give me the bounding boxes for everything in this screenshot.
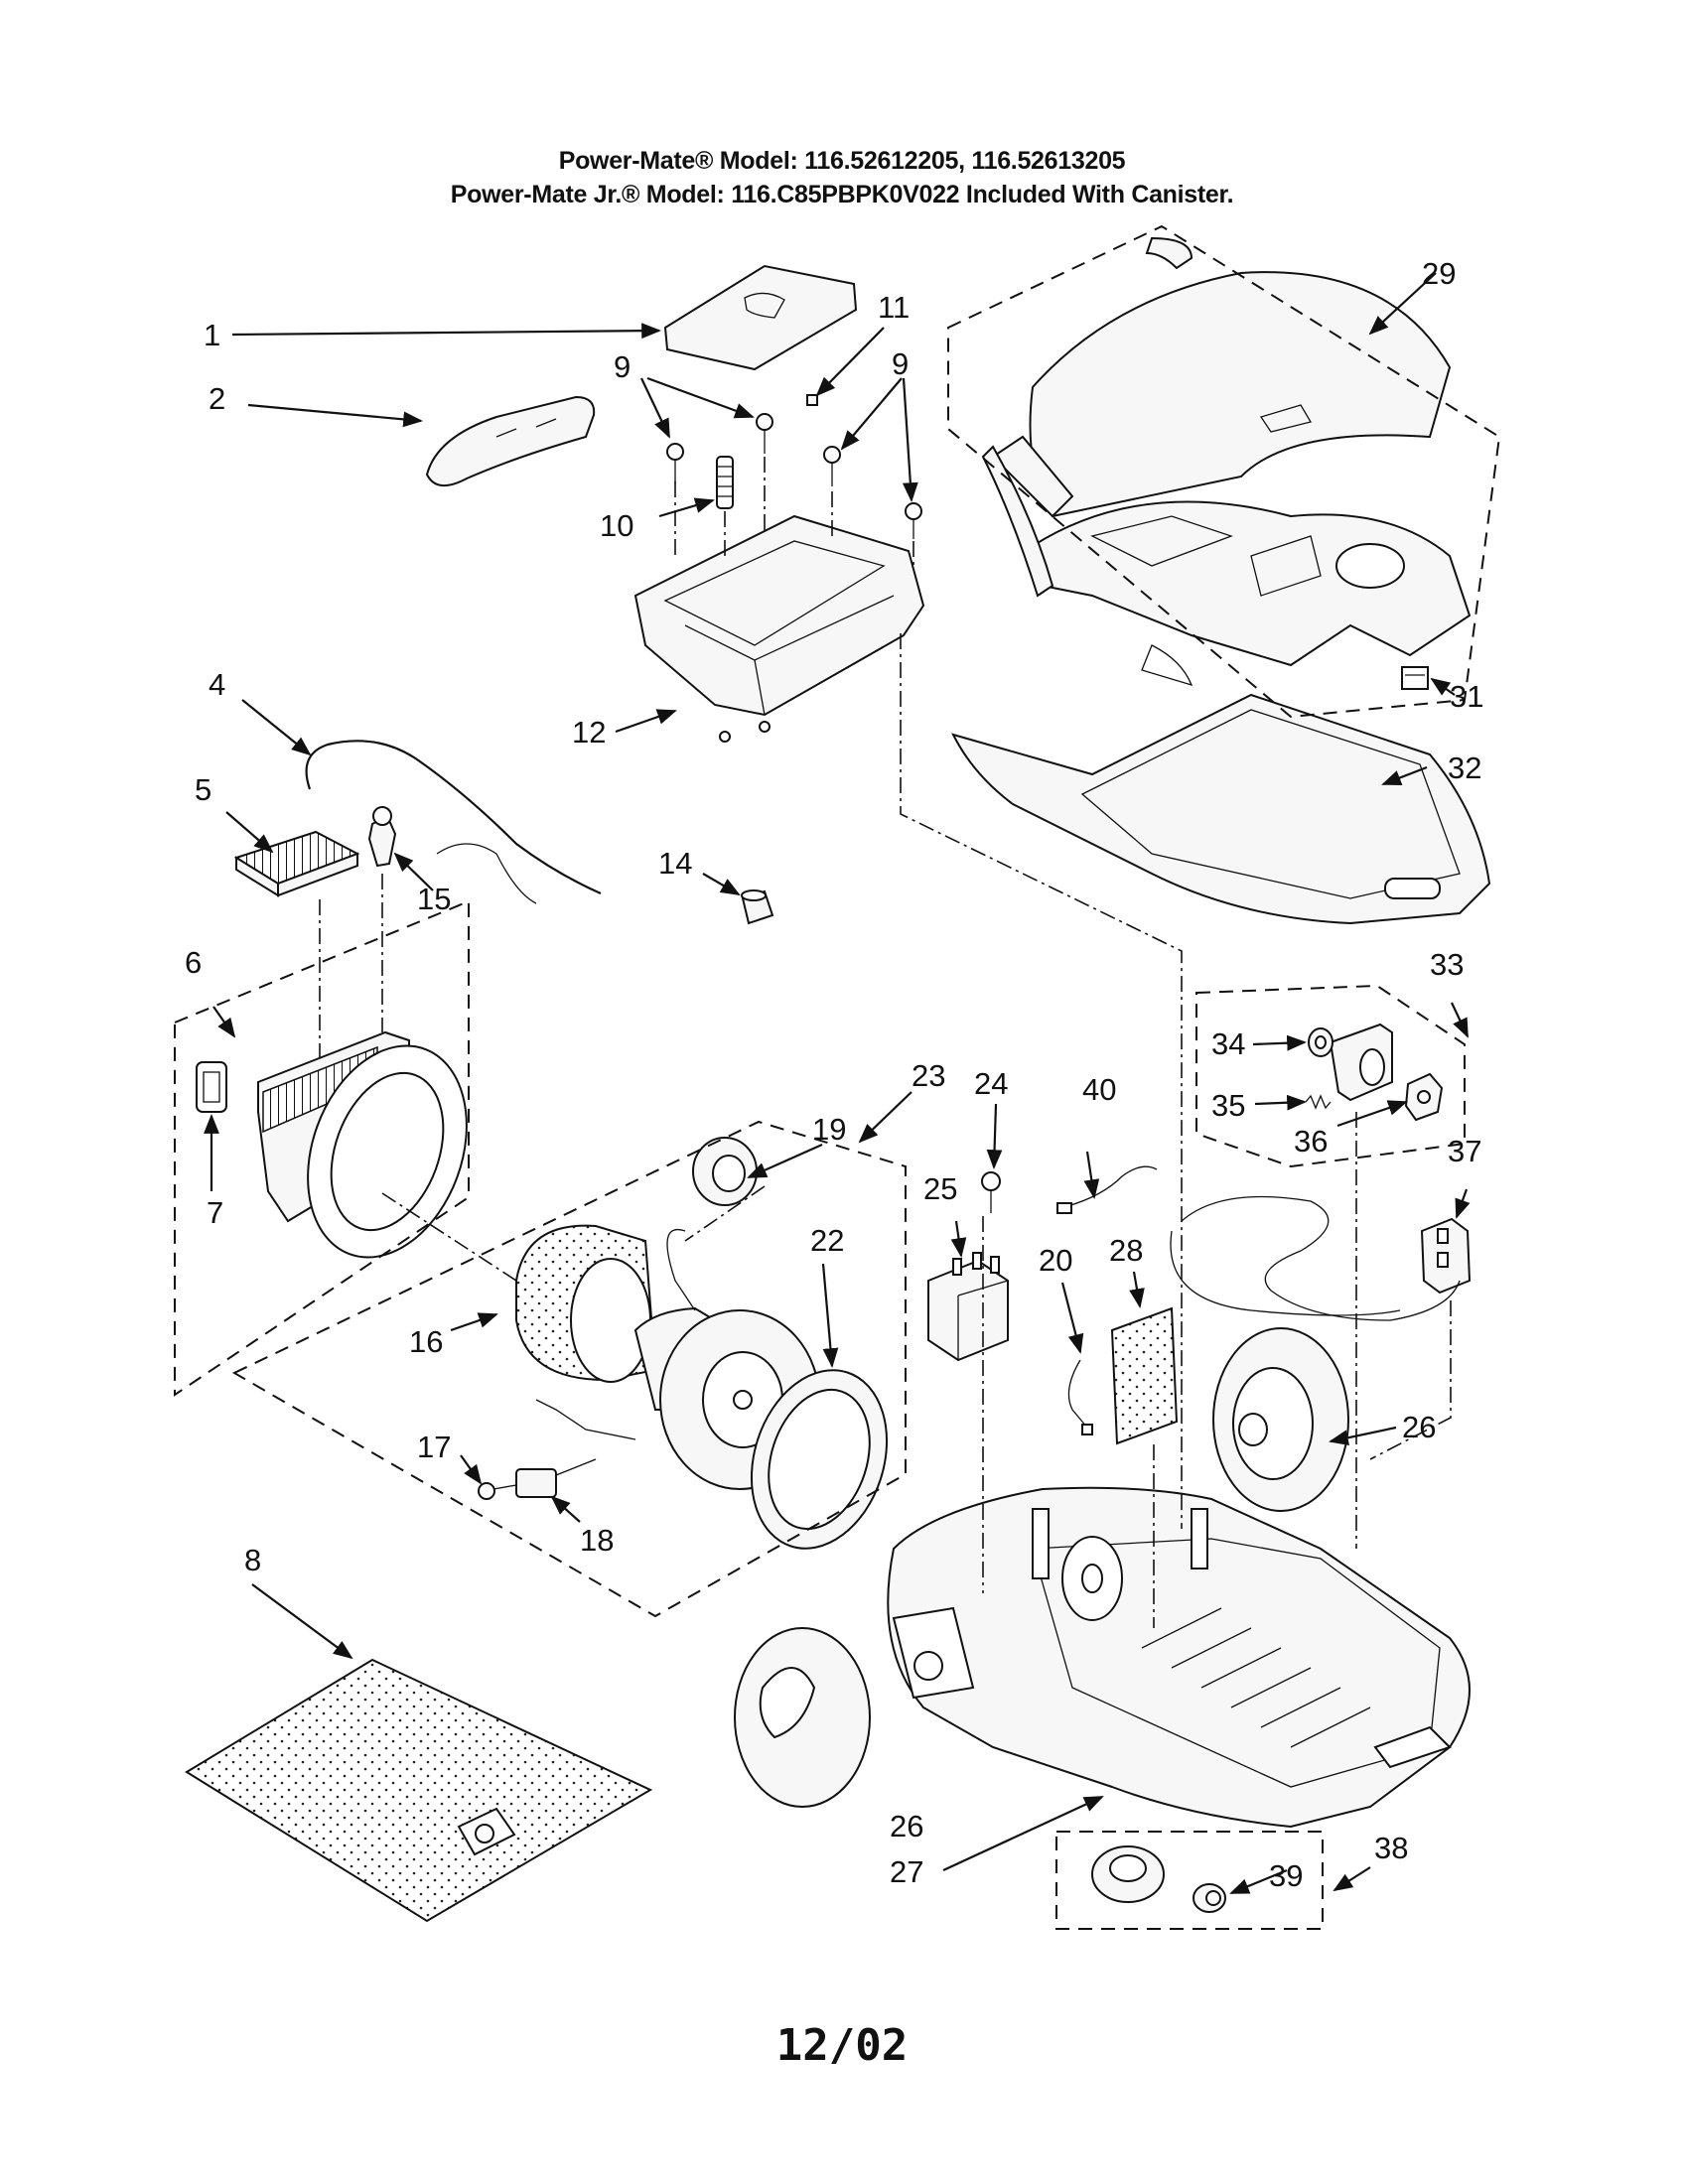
callout-9-right: 9 <box>892 346 909 381</box>
revision-date: 12/02 <box>775 2020 909 2071</box>
part-29-hood-assembly <box>981 236 1472 667</box>
callout-38: 38 <box>1374 1831 1408 1865</box>
callout-16: 16 <box>409 1324 443 1359</box>
callout-28: 28 <box>1109 1233 1143 1268</box>
callout-24: 24 <box>974 1066 1008 1101</box>
callout-18: 18 <box>580 1523 614 1558</box>
part-37-connector <box>1420 1217 1472 1295</box>
callout-2: 2 <box>209 381 225 416</box>
part-12-handle-base <box>633 514 925 743</box>
callout-25: 25 <box>923 1171 957 1206</box>
callout-19: 19 <box>812 1112 846 1147</box>
part-31-latch <box>1401 666 1429 690</box>
diagram-title-line-2: Power-Mate Jr.® Model: 116.C85PBPK0V022 … <box>450 181 1234 208</box>
callout-35: 35 <box>1211 1088 1245 1123</box>
callout-7: 7 <box>207 1195 223 1230</box>
callout-32: 32 <box>1448 751 1481 785</box>
callout-37: 37 <box>1448 1134 1481 1168</box>
part-27-canister-body <box>887 1486 1471 1829</box>
callout-26-right: 26 <box>1402 1410 1436 1444</box>
part-34-washer <box>1308 1027 1333 1057</box>
wire-lead <box>535 1228 696 1440</box>
power-cord-loop <box>1170 1195 1461 1321</box>
part-5-exhaust-filter <box>233 830 360 897</box>
callout-23: 23 <box>912 1058 945 1093</box>
part-38-caster-housing <box>1091 1845 1165 1903</box>
callout-9-left: 9 <box>614 349 631 384</box>
callout-14: 14 <box>658 846 692 881</box>
part-1-handle-cover <box>663 264 858 371</box>
part-16-motor-sleeve <box>515 1224 657 1383</box>
callout-20: 20 <box>1039 1243 1072 1278</box>
part-2-handle-grip <box>425 395 596 486</box>
callout-34: 34 <box>1211 1026 1245 1061</box>
group-outline-23 <box>231 1120 907 1618</box>
callout-10: 10 <box>600 508 633 543</box>
part-8-dust-bag <box>185 1658 653 1923</box>
part-7-grille <box>196 1061 227 1113</box>
group-outline-6 <box>174 899 470 1397</box>
part-18-thermal-switch <box>515 1458 597 1498</box>
callout-numbers: 1 2 9 9 11 10 12 29 31 32 4 5 15 14 6 7 … <box>185 256 1483 1893</box>
callout-40: 40 <box>1082 1072 1116 1107</box>
callout-15: 15 <box>417 882 451 916</box>
part-9-screws <box>666 413 922 539</box>
callout-27: 27 <box>890 1854 923 1889</box>
part-36-brake-arm <box>1404 1072 1444 1122</box>
part-40-wire-harness <box>1056 1165 1158 1214</box>
part-15-plug-pin <box>367 806 397 868</box>
callout-11: 11 <box>878 290 910 325</box>
part-14-knob <box>741 889 774 925</box>
part-20-wire <box>1067 1359 1093 1435</box>
part-6-exhaust-housing <box>257 1030 468 1259</box>
callout-4: 4 <box>209 667 225 702</box>
part-10-springs <box>716 456 734 509</box>
callout-26-left: 26 <box>890 1809 923 1843</box>
part-24-screw <box>981 1171 1001 1213</box>
callout-33: 33 <box>1430 947 1464 982</box>
assembly-lines <box>319 457 1452 1628</box>
leader-lines <box>204 272 1471 1895</box>
part-33-cord-reel-bracket <box>1329 1023 1393 1102</box>
group-outline-29 <box>947 224 1501 719</box>
part-25-capacitor <box>927 1252 1009 1362</box>
callout-8: 8 <box>244 1543 261 1577</box>
part-26-wheel-left <box>734 1627 871 1808</box>
part-17-screw <box>478 1482 517 1500</box>
part-4-cord <box>305 740 602 904</box>
callout-1: 1 <box>204 318 220 352</box>
part-28-filter-pad <box>1110 1306 1179 1445</box>
callout-22: 22 <box>810 1223 844 1258</box>
callout-31: 31 <box>1450 679 1483 714</box>
part-26-wheel-right <box>1212 1327 1349 1512</box>
callout-39: 39 <box>1269 1858 1303 1893</box>
callout-5: 5 <box>195 772 211 807</box>
callout-29: 29 <box>1422 256 1456 291</box>
part-19-motor-flange <box>692 1137 758 1206</box>
callout-6: 6 <box>185 945 202 980</box>
part-35-spring <box>1305 1094 1332 1110</box>
part-32-bag-door <box>951 644 1491 925</box>
part-39-caster-wheel <box>1193 1883 1226 1913</box>
callout-36: 36 <box>1294 1124 1328 1159</box>
diagram-title-line-1: Power-Mate® Model: 116.52612205, 116.526… <box>558 147 1126 175</box>
part-11-clip <box>806 394 818 406</box>
callout-12: 12 <box>572 715 606 750</box>
callout-17: 17 <box>417 1430 451 1464</box>
